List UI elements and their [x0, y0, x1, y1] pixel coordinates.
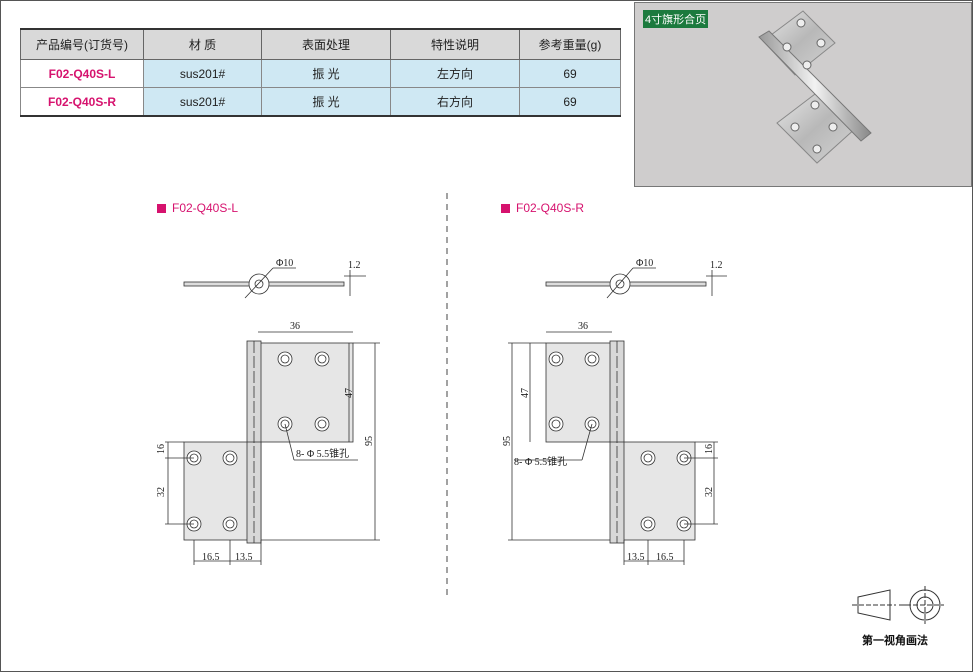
hole	[314, 351, 330, 367]
phi-text: Φ10	[636, 258, 653, 269]
width-top-text: 36	[578, 321, 588, 332]
hole	[548, 351, 564, 367]
row-weight: 69	[519, 59, 621, 88]
legend-right-label: F02-Q40S-R	[516, 201, 585, 215]
phi-leader	[244, 267, 274, 299]
legend-right: F02-Q40S-R	[501, 201, 584, 215]
top-view-pin	[254, 279, 264, 289]
spec-table: 产品编号(订货号) 材 质 表面处理 特性说明 参考重量(g) F02-Q40S…	[20, 28, 621, 117]
drawing-left	[165, 267, 380, 565]
bottom-a-text: 13.5	[627, 552, 645, 563]
thickness-text: 1.2	[710, 260, 723, 271]
drawing-right	[508, 267, 727, 565]
width-top-text: 36	[290, 321, 300, 332]
row-surface: 振 光	[261, 59, 391, 88]
hole-offset-text: 16	[704, 444, 715, 454]
table-header-row: 产品编号(订货号) 材 质 表面处理 特性说明 参考重量(g)	[20, 28, 621, 60]
phi-leader	[606, 267, 634, 299]
header-weight: 参考重量(g)	[519, 28, 621, 60]
hole-offset-text: 16	[156, 444, 167, 454]
thickness-text: 1.2	[348, 260, 361, 271]
hole	[584, 351, 600, 367]
header-feature: 特性说明	[390, 28, 520, 60]
hole	[317, 354, 327, 364]
row-feature: 右方向	[390, 87, 520, 117]
row-feature: 左方向	[390, 59, 520, 88]
legend-left: F02-Q40S-L	[157, 201, 238, 215]
hinge-photo-illustration	[758, 10, 872, 164]
hole-pitch-text: 32	[704, 487, 715, 497]
hole-note-text: 8- Φ 5.5锥孔	[296, 448, 349, 460]
height-top-text: 47	[344, 388, 355, 398]
hole	[277, 351, 293, 367]
hole	[551, 354, 561, 364]
height-top-text: 47	[520, 388, 531, 398]
row-material: sus201#	[143, 59, 262, 88]
total-height-text: 95	[364, 436, 375, 446]
total-height-text: 95	[502, 436, 513, 446]
bottom-a-text: 16.5	[202, 552, 220, 563]
product-photo: 4寸旗形合页	[634, 2, 972, 187]
hole	[643, 453, 653, 463]
first-angle-projection-icon	[852, 586, 944, 624]
hole	[317, 419, 327, 429]
row-surface: 振 光	[261, 87, 391, 117]
hole	[551, 419, 561, 429]
row-code: F02-Q40S-L	[20, 59, 144, 88]
hole	[222, 450, 238, 466]
drawing-left-text: Φ10 1.2 36 47 95 16 32 8- Φ 5.5锥孔 16.5 1…	[156, 258, 375, 563]
row-weight: 69	[519, 87, 621, 117]
hole-leader	[284, 423, 295, 461]
legend-left-label: F02-Q40S-L	[172, 201, 239, 215]
hole	[222, 516, 238, 532]
hole-note-text: 8- Φ 5.5锥孔	[514, 456, 567, 468]
hole	[280, 354, 290, 364]
top-view-knuckle	[248, 273, 270, 295]
hole	[225, 519, 235, 529]
legend-square	[157, 203, 166, 213]
hole-pitch-text: 32	[156, 487, 167, 497]
hole	[587, 354, 597, 364]
hole	[640, 516, 656, 532]
hole	[548, 416, 564, 432]
bottom-b-text: 13.5	[235, 552, 253, 563]
top-view-pin	[615, 279, 625, 289]
hole	[643, 519, 653, 529]
hole	[280, 419, 290, 429]
table-row: F02-Q40S-L sus201# 振 光 左方向 69	[20, 59, 621, 88]
upper-leaf	[257, 342, 354, 443]
photo-label: 4寸旗形合页	[643, 10, 709, 28]
table-row: F02-Q40S-R sus201# 振 光 右方向 69	[20, 87, 621, 117]
drawing-right-text: Φ10 1.2 36 47 95 16 32 8- Φ 5.5锥孔 13.5 1…	[502, 258, 723, 563]
projection-label: 第一视角画法	[862, 635, 928, 647]
hole	[225, 453, 235, 463]
legend-square	[501, 203, 510, 213]
hole	[587, 419, 597, 429]
hole	[314, 416, 330, 432]
bottom-b-text: 16.5	[656, 552, 674, 563]
row-material: sus201#	[143, 87, 262, 117]
hole	[640, 450, 656, 466]
hole-leader	[581, 423, 593, 461]
phi-text: Φ10	[276, 258, 293, 269]
